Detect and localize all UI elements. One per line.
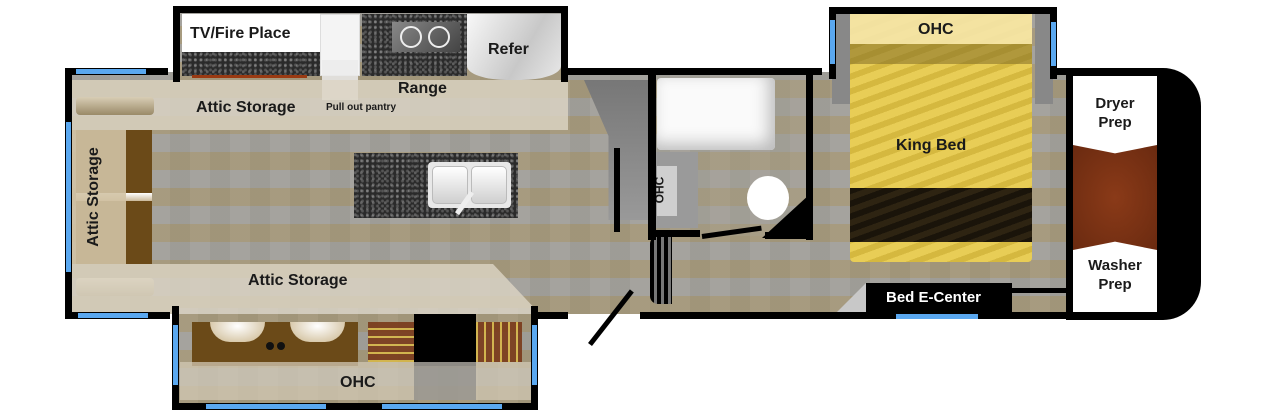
bedroom-slide-side [1035,14,1053,104]
refrigerator [467,14,561,80]
dinette-table [414,314,476,366]
ohc-bedroom-label: OHC [918,21,954,38]
dinette-chair-left [368,322,414,362]
burner-icon [428,26,450,48]
wall-stair [614,148,620,232]
wall-living-slide-stub [536,312,568,319]
cupholder-icon [277,342,285,350]
wall-kitchen-slide-left [173,6,180,82]
fireplace-hearth [182,52,320,76]
toilet-icon [747,176,789,220]
attic-storage-bottom [70,264,540,314]
wall-bath-bottom-right [765,232,813,239]
wall-kitchen-slide-right [561,6,568,82]
window-living-slide-right [532,325,537,385]
tv-fireplace-cabinet [182,14,320,52]
window-living-slide-left [173,325,178,385]
attic-storage-left-label: Attic Storage [85,147,102,247]
wall-kitchen-slide-stub [566,68,580,75]
wall-bath-right [806,68,813,240]
window-rear [66,122,71,272]
ohc-slide-label: OHC [340,374,376,391]
wall-bath-left [648,68,656,240]
window-e-center [896,314,978,319]
fireplace-glow [192,75,307,78]
king-bed-label: King Bed [896,137,967,154]
attic-storage-top-label: Attic Storage [196,99,296,116]
wall-bedroom-slide-top [829,7,1056,14]
wall-living-slide-bottom [172,403,538,410]
wall-top-mid [574,68,822,75]
window-bedroom-slide-right [1051,22,1056,66]
wall-kitchen-slide-top [173,6,566,13]
seat-cushion [290,322,345,342]
window-top-left [76,69,146,74]
pull-out-pantry-label: Pull out pantry [326,102,396,113]
window-living-slide-bottom-1 [206,404,326,409]
bed-e-center-label: Bed E-Center [886,289,982,306]
shower-tub-icon [657,78,775,150]
window-bottom-left [78,313,148,318]
dinette-chair-right [476,322,522,362]
attic-storage-bottom-label: Attic Storage [248,272,348,289]
bed-e-center [866,283,1012,313]
sink-basin-left [432,166,468,204]
window-living-slide-bottom-2 [382,404,502,409]
washer-prep-label: Washer Prep [1088,257,1142,293]
cupholder-icon [266,342,274,350]
front-cap [1157,68,1201,320]
bed-runner [850,188,1032,242]
wall-bottom-front [668,312,1073,319]
laundry-floor-accent [1073,145,1157,250]
ohc-bath-panel [657,166,677,216]
seat-cushion [210,322,265,342]
sofa-arm-top [76,97,154,115]
range-label: Range [398,80,447,97]
wall-e-center-divider [1012,288,1072,293]
sink-basin-right [471,166,507,204]
ohc-slide-table-shadow [414,362,476,400]
bed-headboard-shadow [850,44,1032,64]
burner-icon [400,26,422,48]
wall-laundry-left [1066,68,1073,320]
tv-fireplace-label: TV/Fire Place [190,25,291,42]
wall-laundry-bottom [1066,312,1160,320]
wall-laundry-top [1066,68,1160,76]
wall-entry-right [640,312,672,319]
window-bedroom-slide-left [830,20,835,64]
refer-label: Refer [488,41,529,58]
entry-steps [650,236,672,304]
bedroom-slide-side [832,14,850,104]
ohc-bedroom-overlay [850,14,1032,44]
wall-bath-bottom [648,230,700,237]
dryer-prep-label: Dryer Prep [1095,95,1135,131]
attic-storage-left [70,130,126,264]
